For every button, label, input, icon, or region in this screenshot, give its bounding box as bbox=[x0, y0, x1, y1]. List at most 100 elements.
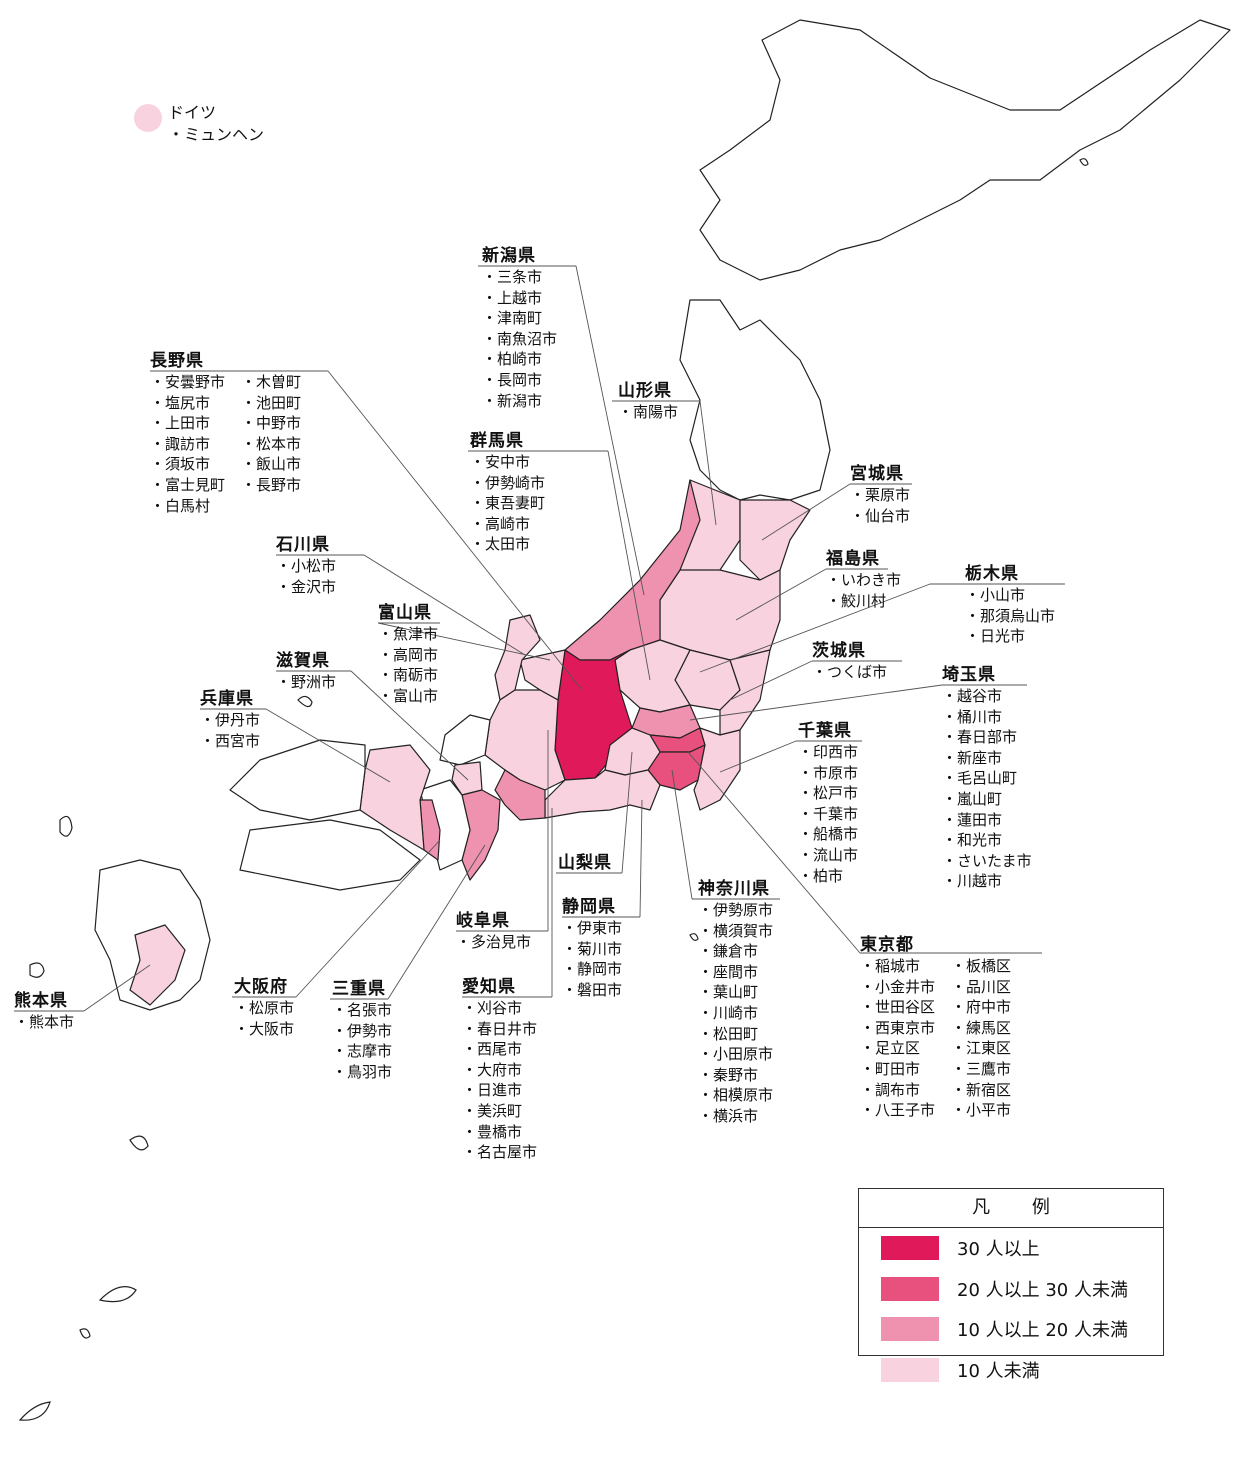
prefecture-label-shiga: 滋賀県野洲市 bbox=[276, 650, 336, 693]
prefecture-label-toyama: 富山県魚津市高岡市南砺市富山市 bbox=[378, 602, 438, 706]
city-item: 千葉市 bbox=[798, 804, 858, 825]
city-item: 八王子市 bbox=[860, 1100, 935, 1121]
prefecture-name: 静岡県 bbox=[562, 897, 616, 917]
city-item: 市原市 bbox=[798, 763, 858, 784]
island-outline bbox=[79, 1328, 91, 1339]
city-item: 須坂市 bbox=[150, 454, 225, 475]
region-other bbox=[699, 19, 1231, 281]
prefecture-label-shizuoka: 静岡県伊東市菊川市静岡市磐田市 bbox=[562, 896, 622, 1000]
city-item: 飯山市 bbox=[241, 454, 301, 475]
prefecture-name: 三重県 bbox=[332, 979, 386, 999]
city-item: 南陽市 bbox=[618, 402, 678, 423]
city-item: 白馬村 bbox=[150, 496, 225, 517]
germany-text: ドイツ ・ミュンヘン bbox=[168, 102, 264, 146]
legend-item: 30 人以上 bbox=[859, 1228, 1163, 1269]
city-item: 太田市 bbox=[470, 534, 545, 555]
city-item: 三鷹市 bbox=[951, 1059, 1011, 1080]
legend-swatch bbox=[881, 1276, 939, 1301]
city-item: 野洲市 bbox=[276, 672, 336, 693]
germany-city-munich: ・ミュンヘン bbox=[168, 125, 265, 144]
legend-item: 20 人以上 30 人未満 bbox=[859, 1269, 1163, 1310]
city-item: 小金井市 bbox=[860, 977, 935, 998]
city-item: いわき市 bbox=[826, 570, 901, 591]
prefecture-label-niigata: 新潟県三条市上越市津南町南魚沼市柏崎市長岡市新潟市 bbox=[482, 245, 557, 411]
city-item: 流山市 bbox=[798, 845, 858, 866]
city-item: さいたま市 bbox=[942, 851, 1032, 872]
city-item: 小平市 bbox=[951, 1100, 1011, 1121]
city-item: 津南町 bbox=[482, 308, 557, 329]
leader-line-osaka bbox=[295, 839, 441, 998]
city-item: 高岡市 bbox=[378, 645, 438, 666]
prefecture-name: 栃木県 bbox=[965, 564, 1019, 584]
city-item: 桶川市 bbox=[942, 707, 1032, 728]
city-item: 志摩市 bbox=[332, 1041, 392, 1062]
city-item: 新座市 bbox=[942, 748, 1032, 769]
city-item: 多治見市 bbox=[456, 932, 531, 953]
prefecture-label-tochigi: 栃木県小山市那須烏山市日光市 bbox=[965, 563, 1055, 647]
city-item: 魚津市 bbox=[378, 624, 438, 645]
city-item: 西宮市 bbox=[200, 731, 260, 752]
city-item: 柏崎市 bbox=[482, 349, 557, 370]
city-item: 安曇野市 bbox=[150, 372, 225, 393]
city-item: 木曽町 bbox=[241, 372, 301, 393]
city-item: 伊勢原市 bbox=[698, 900, 773, 921]
city-item: 松戸市 bbox=[798, 783, 858, 804]
city-item: 和光市 bbox=[942, 830, 1032, 851]
region-layer bbox=[18, 19, 1231, 1421]
prefecture-label-fukushima: 福島県いわき市鮫川村 bbox=[826, 548, 901, 611]
city-item: 小松市 bbox=[276, 556, 336, 577]
legend-item: 10 人未満 bbox=[859, 1350, 1163, 1391]
island-outline bbox=[59, 815, 73, 837]
prefecture-label-mie: 三重県名張市伊勢市志摩市鳥羽市 bbox=[332, 978, 392, 1082]
prefecture-label-osaka: 大阪府松原市大阪市 bbox=[234, 976, 294, 1039]
leader-line-ibaraki bbox=[729, 660, 813, 701]
city-item: 越谷市 bbox=[942, 686, 1032, 707]
city-item: 鎌倉市 bbox=[698, 941, 773, 962]
prefecture-name: 宮城県 bbox=[850, 464, 904, 484]
prefecture-name: 愛知県 bbox=[462, 977, 516, 997]
prefecture-label-yamanashi: 山梨県 bbox=[558, 852, 612, 874]
city-item: 江東区 bbox=[951, 1038, 1011, 1059]
prefecture-label-kumamoto: 熊本県熊本市 bbox=[14, 990, 74, 1033]
prefecture-name: 石川県 bbox=[276, 535, 330, 555]
legend-swatch bbox=[881, 1357, 939, 1382]
city-item: 富山市 bbox=[378, 686, 438, 707]
city-item: 富士見町 bbox=[150, 475, 225, 496]
city-item: 横浜市 bbox=[698, 1106, 773, 1127]
city-item: 新潟市 bbox=[482, 391, 557, 412]
city-item: 練馬区 bbox=[951, 1018, 1011, 1039]
city-item: 葉山町 bbox=[698, 982, 773, 1003]
city-item: 品川区 bbox=[951, 977, 1011, 998]
city-item: 伊勢崎市 bbox=[470, 473, 545, 494]
region-other bbox=[239, 819, 421, 891]
germany-marker-dot bbox=[134, 104, 162, 132]
city-item: 世田谷区 bbox=[860, 997, 935, 1018]
prefecture-name: 山梨県 bbox=[558, 853, 612, 873]
prefecture-name: 大阪府 bbox=[234, 977, 288, 997]
leader-line-yamagata bbox=[699, 400, 717, 526]
city-item: 足立区 bbox=[860, 1038, 935, 1059]
prefecture-label-miyagi: 宮城県栗原市仙台市 bbox=[850, 463, 910, 526]
germany-country-name: ドイツ bbox=[168, 103, 217, 122]
leader-line-nagano bbox=[327, 370, 583, 691]
city-item: 相模原市 bbox=[698, 1085, 773, 1106]
city-item: 川越市 bbox=[942, 871, 1032, 892]
prefecture-name: 埼玉県 bbox=[942, 665, 996, 685]
leader-line-kumamoto bbox=[83, 964, 151, 1012]
leader-line-saitama bbox=[689, 684, 943, 721]
city-item: 府中市 bbox=[951, 997, 1011, 1018]
island-outline bbox=[129, 1135, 149, 1151]
prefecture-label-hyogo: 兵庫県伊丹市西宮市 bbox=[200, 688, 260, 751]
city-item: 仙台市 bbox=[850, 506, 910, 527]
region-other bbox=[679, 299, 831, 501]
city-item: 板橋区 bbox=[951, 956, 1011, 977]
city-item: 豊橋市 bbox=[462, 1122, 537, 1143]
prefecture-label-chiba: 千葉県印西市市原市松戸市千葉市船橋市流山市柏市 bbox=[798, 720, 858, 886]
prefecture-label-saitama: 埼玉県越谷市桶川市春日部市新座市毛呂山町嵐山町蓮田市和光市さいたま市川越市 bbox=[942, 664, 1032, 892]
prefecture-name: 兵庫県 bbox=[200, 689, 254, 709]
leader-line-layer bbox=[14, 265, 1065, 1012]
prefecture-label-kanagawa: 神奈川県伊勢原市横須賀市鎌倉市座間市葉山町川崎市松田町小田原市秦野市相模原市横浜… bbox=[698, 878, 773, 1127]
city-item: 那須烏山市 bbox=[965, 606, 1055, 627]
city-item: 嵐山町 bbox=[942, 789, 1032, 810]
city-item: つくば市 bbox=[812, 662, 887, 683]
